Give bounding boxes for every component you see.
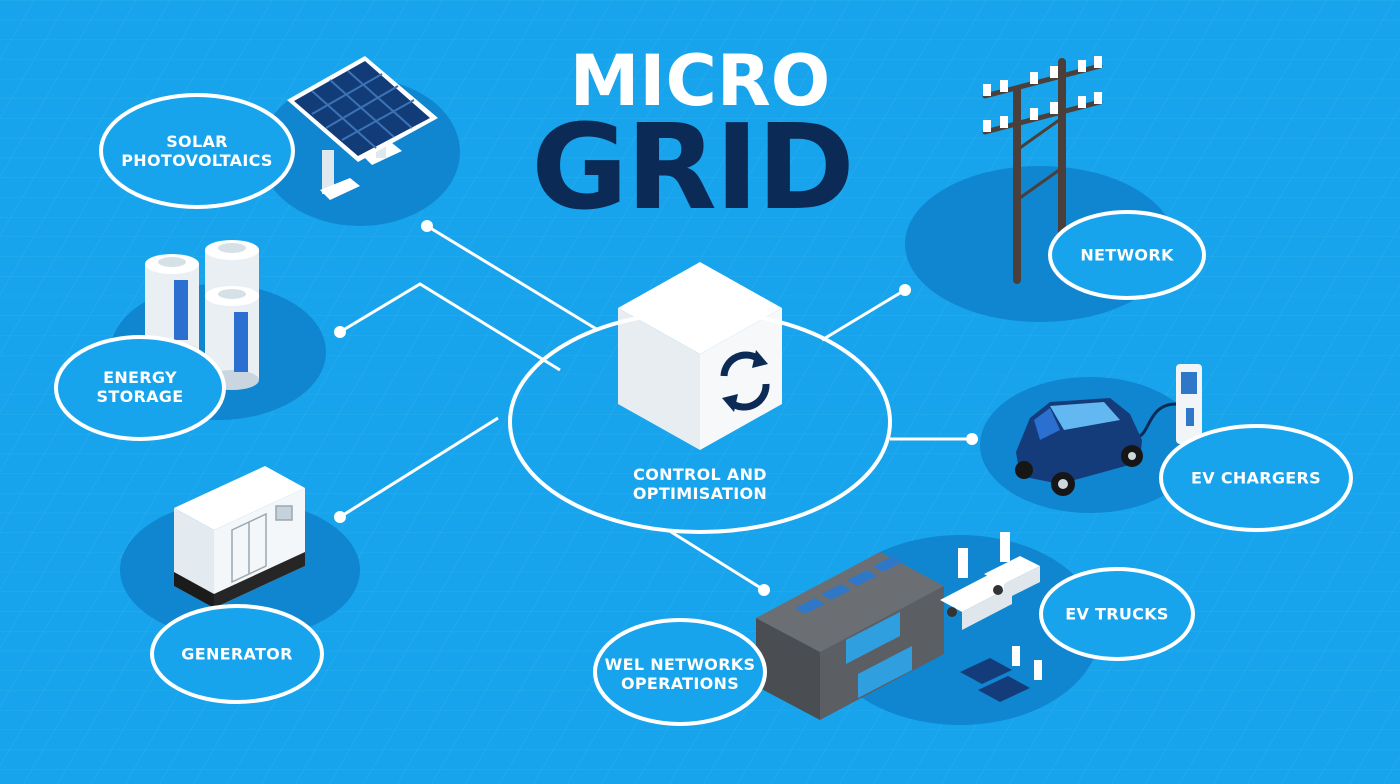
storage-label: ENERGY STORAGE — [97, 368, 184, 406]
operations-label-line1: WEL NETWORKS — [604, 655, 756, 674]
ev-trucks-label: EV TRUCKS — [1065, 605, 1168, 624]
ev-chargers-label-line1: EV CHARGERS — [1191, 468, 1321, 488]
operations-label: WEL NETWORKS OPERATIONS — [605, 655, 756, 693]
connector-dot — [334, 511, 346, 523]
building-icon — [756, 552, 944, 720]
generator-label-line1: GENERATOR — [181, 644, 293, 664]
ev-chargers-oval — [1159, 424, 1353, 532]
connector-dot — [421, 220, 433, 232]
car-icon — [1015, 398, 1143, 496]
network-label: NETWORK — [1080, 246, 1173, 265]
ev-trucks-oval — [1039, 567, 1195, 661]
refresh-cycle-icon — [720, 350, 770, 412]
operations-oval — [593, 618, 767, 726]
center-label: CONTROL AND OPTIMISATION — [633, 465, 767, 503]
storage-oval — [54, 335, 226, 441]
title-grid: GRID — [531, 98, 855, 236]
connector-dot — [899, 284, 911, 296]
operations-label-line2: OPERATIONS — [620, 674, 740, 693]
center-label-line2: OPTIMISATION — [632, 484, 768, 503]
label-ovals — [54, 93, 1353, 726]
ev-charger-icon — [1139, 364, 1202, 444]
small-car-icon — [960, 646, 1042, 702]
connector-operations — [667, 528, 765, 592]
connector-dot — [334, 326, 346, 338]
connector-generator — [339, 416, 499, 519]
connector-dot — [758, 584, 770, 596]
connector-dots — [334, 220, 978, 596]
power-pole-icon — [982, 56, 1103, 284]
connector-network — [821, 288, 906, 342]
connector-dot — [966, 433, 978, 445]
network-label-line1: NETWORK — [1080, 245, 1174, 265]
control-cube — [618, 262, 782, 450]
connector-lines — [339, 224, 972, 592]
solar-panel-icon — [287, 56, 438, 200]
generator-label: GENERATOR — [181, 645, 292, 664]
connector-storage — [339, 282, 561, 372]
solar-oval — [99, 93, 295, 209]
solar-label: SOLAR PHOTOVOLTAICS — [121, 132, 273, 170]
generator-icon — [174, 466, 305, 608]
connector-solar — [426, 224, 599, 332]
center-oval — [508, 310, 892, 534]
storage-label-line2: STORAGE — [96, 387, 184, 406]
ev-chargers-label: EV CHARGERS — [1191, 469, 1321, 488]
generator-oval — [150, 604, 324, 704]
storage-label-line1: ENERGY — [103, 368, 177, 387]
title-micro: MICRO — [569, 40, 831, 122]
solar-label-line1: SOLAR — [166, 132, 228, 151]
center-label-line1: CONTROL AND — [633, 465, 767, 484]
truck-icon — [940, 532, 1040, 630]
ev-trucks-label-line1: EV TRUCKS — [1065, 604, 1169, 624]
solar-label-line2: PHOTOVOLTAICS — [121, 151, 273, 170]
network-oval — [1048, 210, 1206, 300]
